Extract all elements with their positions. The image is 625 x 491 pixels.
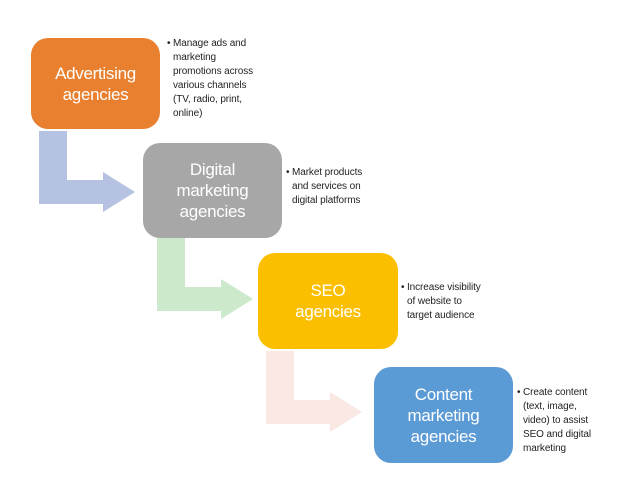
label-line: agencies xyxy=(410,426,477,446)
bent-arrow-shape xyxy=(157,238,253,319)
step-label-advertising-agencies: Advertising agencies xyxy=(55,63,136,105)
step-box-seo-agencies: SEO agencies xyxy=(258,253,398,349)
note-text: Manage ads and marketing promotions acro… xyxy=(173,37,253,121)
note-line: target audience xyxy=(407,310,475,321)
note-text: Market products and services on digital … xyxy=(292,166,362,208)
note-line: (text, image, xyxy=(523,401,577,412)
note-line: Manage ads and xyxy=(173,38,247,49)
label-line: Digital xyxy=(189,160,236,179)
note-line: online) xyxy=(173,108,203,119)
note-line: digital platforms xyxy=(292,195,361,206)
label-line: marketing xyxy=(407,405,480,425)
note-line: (TV, radio, print, xyxy=(173,94,242,105)
bullet-marker: • xyxy=(401,282,405,293)
label-line: agencies xyxy=(62,84,129,104)
label-line: agencies xyxy=(295,302,361,321)
note-text: Increase visibility of website to target… xyxy=(407,281,481,323)
label-line: Advertising xyxy=(55,63,136,83)
note-text: Create content (text, image, video) to a… xyxy=(523,386,591,456)
note-line: and services on xyxy=(292,181,361,192)
note-content-marketing-agencies: • Create content (text, image, video) to… xyxy=(517,386,591,456)
note-line: promotions across xyxy=(173,66,253,77)
note-seo-agencies: • Increase visibility of website to targ… xyxy=(401,281,481,323)
note-line: marketing xyxy=(173,52,217,63)
bent-arrow-advertising-to-digital xyxy=(39,131,135,212)
note-line: various channels xyxy=(173,80,247,91)
note-line: Market products xyxy=(292,167,363,178)
label-line: SEO xyxy=(310,281,346,300)
note-digital-marketing-agencies: • Market products and services on digita… xyxy=(286,166,362,208)
bent-arrow-digital-to-seo xyxy=(157,238,253,319)
step-box-advertising-agencies: Advertising agencies xyxy=(31,38,160,129)
step-box-content-marketing-agencies: Content marketing agencies xyxy=(374,367,513,463)
note-advertising-agencies: • Manage ads and marketing promotions ac… xyxy=(167,37,253,121)
note-line: marketing xyxy=(523,443,567,454)
bullet-marker: • xyxy=(517,387,521,398)
label-line: marketing xyxy=(176,181,249,200)
note-line: Create content xyxy=(523,387,588,398)
step-label-content-marketing-agencies: Content marketing agencies xyxy=(408,384,480,447)
step-label-digital-marketing-agencies: Digital marketing agencies xyxy=(177,159,249,222)
note-line: SEO and digital xyxy=(523,429,591,440)
step-box-digital-marketing-agencies: Digital marketing agencies xyxy=(143,143,282,238)
bent-arrow-shape xyxy=(266,351,362,432)
bent-arrow-seo-to-content xyxy=(266,351,362,432)
bent-arrow-shape xyxy=(39,131,135,212)
bullet-marker: • xyxy=(167,38,171,49)
bullet-marker: • xyxy=(286,167,290,178)
note-line: of website to xyxy=(407,296,462,307)
label-line: agencies xyxy=(179,202,246,221)
note-line: Increase visibility xyxy=(407,282,481,293)
step-label-seo-agencies: SEO agencies xyxy=(295,280,361,322)
note-line: video) to assist xyxy=(523,415,589,426)
label-line: Content xyxy=(414,384,473,404)
